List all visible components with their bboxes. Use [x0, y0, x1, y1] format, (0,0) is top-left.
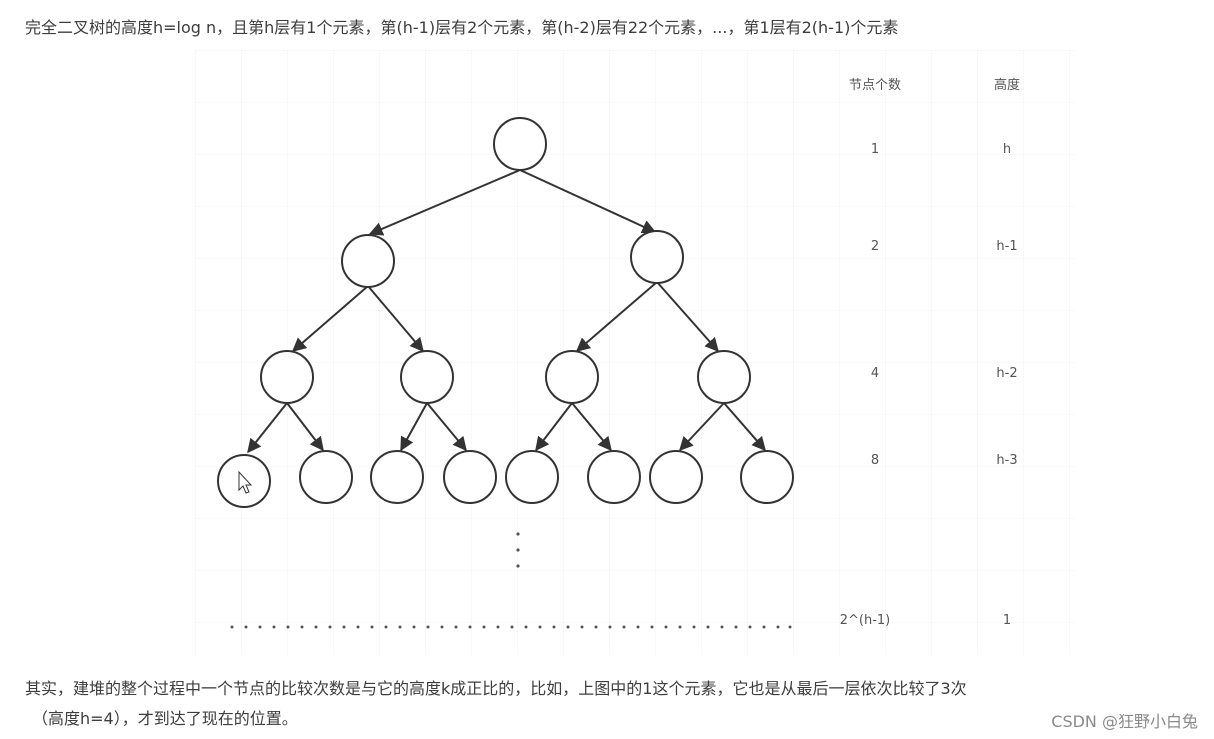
level-3-height: h-2: [996, 366, 1018, 381]
level-2-height: h-1: [996, 239, 1018, 254]
intro-paragraph: 完全二叉树的高度h=log n，且第h层有1个元素，第(h-1)层有2个元素，第…: [25, 18, 899, 37]
header-node-count: 节点个数: [848, 78, 901, 93]
mouse-cursor-icon: [238, 470, 253, 494]
level-3-node-count: 4: [870, 366, 880, 381]
complete-binary-tree-figure: 节点个数 高度 1 h 2 h-1 4 h-2 8 h-3 2^(h-1) 1: [195, 50, 1075, 655]
leaf-level-height: 1: [1002, 613, 1012, 628]
leaf-level-node-count: 2^(h-1): [839, 613, 891, 628]
explanation-paragraph-line-1: 其实，建堆的整个过程中一个节点的比较次数是与它的高度k成正比的，比如，上图中的1…: [25, 679, 967, 698]
faint-grid-background: [195, 50, 1075, 655]
tree-edges: [247, 169, 766, 454]
dotted-leaf-row: [230, 625, 792, 629]
tree-diagram: [217, 117, 794, 629]
level-2-node-count: 2: [870, 239, 880, 254]
level-4-node-count: 8: [870, 453, 880, 468]
explanation-paragraph-line-2: （高度h=4），才到达了现在的位置。: [32, 709, 298, 728]
tree-nodes: [217, 117, 794, 508]
header-height: 高度: [993, 78, 1020, 93]
vertical-ellipsis: [516, 532, 520, 568]
level-1-height: h: [1002, 142, 1012, 157]
csdn-watermark: CSDN @狂野小白兔: [1051, 712, 1198, 731]
level-1-node-count: 1: [870, 142, 880, 157]
level-4-height: h-3: [996, 453, 1018, 468]
